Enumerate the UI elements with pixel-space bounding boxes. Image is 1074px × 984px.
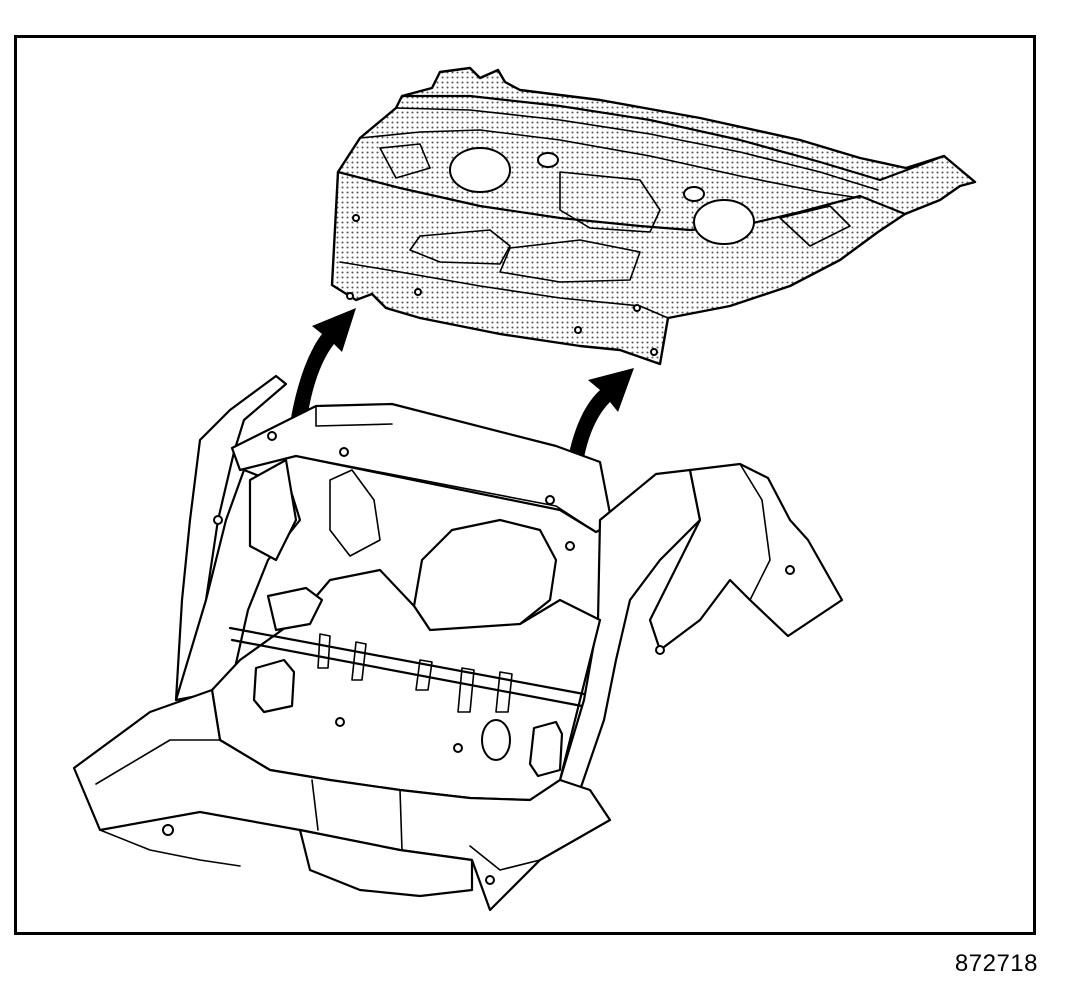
figure-number: 872718 bbox=[954, 950, 1038, 977]
rear-window-panel-shelf bbox=[330, 66, 977, 366]
arrow-up-icon bbox=[290, 308, 356, 428]
rear-body-structure bbox=[72, 374, 844, 912]
figure-frame bbox=[14, 35, 1036, 935]
